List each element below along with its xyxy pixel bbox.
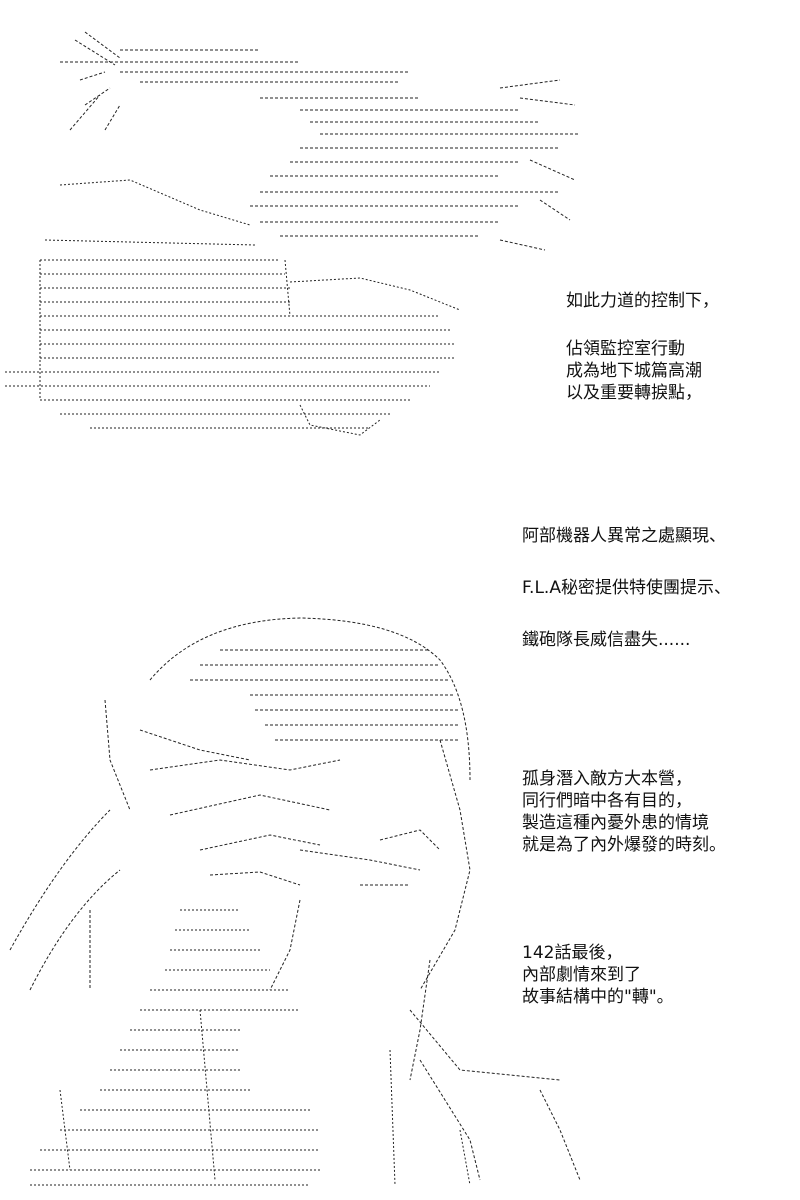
caption-line: F.L.A秘密提供特使團提示、: [522, 578, 731, 598]
caption-line: 142話最後，: [522, 943, 623, 963]
caption-block-3: 孤身潛入敵方大本營， 同行們暗中各有目的， 製造這種內憂外患的情境 就是為了內外…: [522, 768, 726, 856]
caption-line: 鐵砲隊長威信盡失......: [522, 630, 691, 650]
caption-gap: [566, 312, 719, 338]
caption-line: 以及重要轉捩點，: [566, 383, 702, 403]
ascii-art-figure-covering-face: [9, 617, 581, 1186]
caption-line: 同行們暗中各有目的，: [522, 791, 692, 811]
caption-line: 內部劇情來到了: [522, 965, 641, 985]
caption-line: 製造這種內憂外患的情境: [522, 813, 709, 833]
caption-gap: [522, 549, 731, 575]
caption-line: 故事結構中的"轉"。: [522, 987, 674, 1007]
caption-line: 阿部機器人異常之處顯現、: [522, 526, 726, 546]
caption-line: 就是為了內外爆發的時刻。: [522, 835, 726, 855]
caption-block-2: 阿部機器人異常之處顯現、 F.L.A秘密提供特使團提示、 鐵砲隊長威信盡失...…: [522, 523, 731, 653]
caption-block-4: 142話最後， 內部劇情來到了 故事結構中的"轉"。: [522, 942, 674, 1008]
caption-block-1: 如此力道的控制下， 佔領監控室行動 成為地下城篇高潮 以及重要轉捩點，: [566, 290, 719, 404]
caption-line: 成為地下城篇高潮: [566, 361, 702, 381]
caption-line: 佔領監控室行動: [566, 339, 685, 359]
caption-line: 如此力道的控制下，: [566, 291, 719, 311]
caption-line: 孤身潛入敵方大本營，: [522, 769, 692, 789]
ascii-art-beam-strike: [5, 31, 580, 436]
